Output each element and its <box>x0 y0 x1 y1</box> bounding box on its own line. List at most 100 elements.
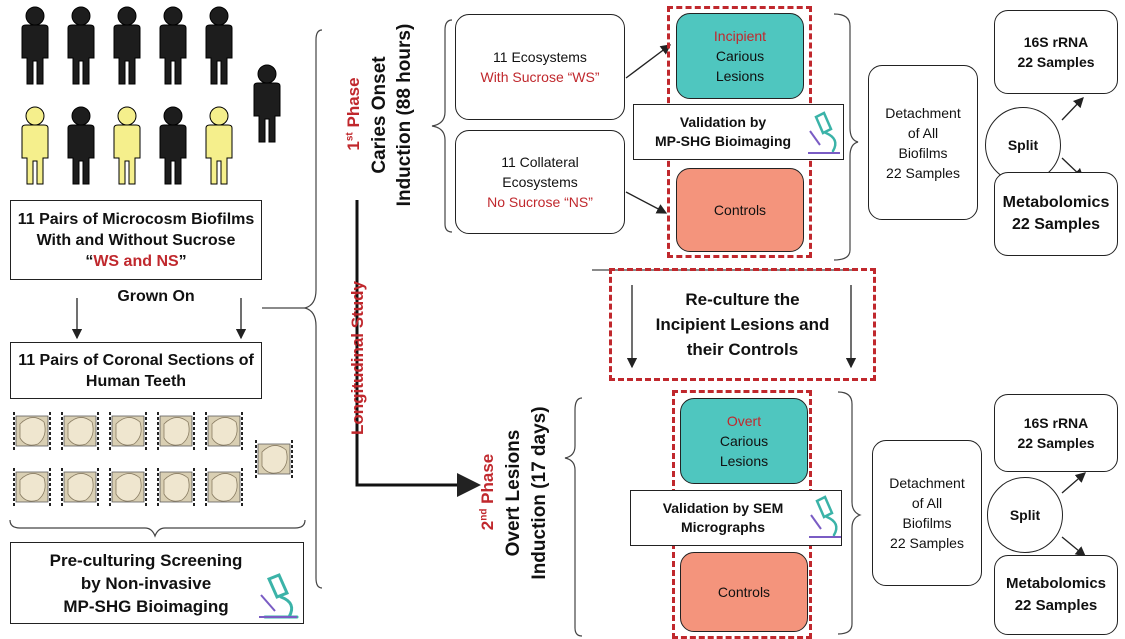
overt-lesions-box: Overt Carious Lesions <box>680 398 808 484</box>
split2-up-arrow <box>1061 472 1086 494</box>
phase1-metabolomics-box: Metabolomics 22 Samples <box>994 172 1118 256</box>
phase1-detachment-box: Detachment of All Biofilms 22 Samples <box>868 65 978 220</box>
phase1-right-brace <box>833 13 859 261</box>
microscope-icon <box>808 111 840 154</box>
phase2-detach-line3: Biofilms <box>902 515 952 531</box>
biofilms-ws-ns-line: “WS and NS” <box>85 252 187 270</box>
phase2-rrna-line1: 16S rRNA <box>1023 415 1089 431</box>
phase1-validation-line2: MP-SHG Bioimaging <box>654 133 792 149</box>
phase1-detach-line4: 22 Samples <box>886 164 960 181</box>
phase2-brace <box>564 397 583 637</box>
reculture-line1: Re-culture the <box>685 290 800 309</box>
incipient-line3: Lesions <box>715 68 765 84</box>
person-icon <box>113 106 141 185</box>
biofilms-title-line2: With and Without Sucrose <box>36 231 236 249</box>
ws-to-incipient-arrow <box>625 44 672 79</box>
phase2-split-circle: Split <box>987 477 1063 553</box>
longitudinal-study-label: Longitudinal Study <box>348 281 367 435</box>
ns-line3: No Sucrose “NS” <box>487 194 593 210</box>
phase2-validation-line2: Micrographs <box>680 519 765 535</box>
tooth-icon <box>157 467 195 507</box>
phase2-rrna-box: 16S rRNA 22 Samples <box>994 394 1118 472</box>
person-icon <box>159 106 187 185</box>
tooth-icon <box>109 411 147 451</box>
screening-line1: Pre-culturing Screening <box>49 550 243 570</box>
phase1-num: 1 <box>344 141 363 151</box>
tooth-icon <box>109 467 147 507</box>
overt-line2: Carious <box>719 433 769 449</box>
phase1-controls-box: Controls <box>676 168 804 252</box>
phase2-controls-box: Controls <box>680 552 808 632</box>
longitudinal-arrow <box>355 200 481 497</box>
phase1-metab-line2: 22 Samples <box>1011 216 1101 233</box>
incipient-line2: Carious <box>715 48 765 64</box>
person-icon <box>253 64 281 143</box>
person-icon <box>113 6 141 85</box>
phase1-validation-box: Validation by MP-SHG Bioimaging <box>633 104 844 160</box>
teeth-images <box>13 411 293 507</box>
phase1-word: Phase <box>344 77 363 133</box>
phase1-validation-text: Validation by MP-SHG Bioimaging <box>634 105 812 159</box>
grown-on-label: Grown On <box>117 288 195 305</box>
phase2-sup: nd <box>478 508 490 521</box>
phase1-validation-line1: Validation by <box>679 114 767 130</box>
phase2-word: Phase <box>478 453 497 509</box>
phase1-sup: st <box>344 132 356 142</box>
phase1-detach-line2: of All <box>907 124 939 141</box>
tooth-icon <box>13 467 51 507</box>
microscope-icon <box>259 573 299 619</box>
phase2-title-line2: Induction (17 days) <box>529 406 550 580</box>
phase1-metab-line1: Metabolomics <box>1002 194 1110 211</box>
tooth-icon <box>205 411 243 451</box>
person-icon <box>67 106 95 185</box>
split1-up-arrow <box>1061 97 1084 121</box>
phase1-split-label: Split <box>1007 137 1039 153</box>
person-icon <box>21 106 49 185</box>
teeth-brace <box>9 519 306 538</box>
phase1-brace <box>431 19 453 233</box>
phase2-label: 2nd Phase <box>478 392 498 592</box>
tooth-icon <box>13 411 51 451</box>
reculture-line2: Incipient Lesions and <box>655 315 830 334</box>
reculture-line3: their Controls <box>686 340 799 359</box>
incipient-lesions-box: Incipient Carious Lesions <box>676 13 804 99</box>
tooth-icon <box>205 467 243 507</box>
overt-line3: Lesions <box>719 453 769 469</box>
person-icon <box>159 6 187 85</box>
teeth-box: 11 Pairs of Coronal Sections of Human Te… <box>10 342 262 399</box>
phase1-title-line1: Caries Onset <box>369 56 390 174</box>
phase2-rrna-line2: 22 Samples <box>1017 435 1095 451</box>
person-icon <box>205 106 233 185</box>
ws-line2: With Sucrose “WS” <box>480 69 600 85</box>
person-icon <box>67 6 95 85</box>
tooth-icon <box>61 411 99 451</box>
phase2-detach-line2: of All <box>911 495 943 511</box>
phase2-detachment-box: Detachment of All Biofilms 22 Samples <box>872 440 982 586</box>
incipient-label: Incipient <box>713 28 767 44</box>
split2-down-arrow <box>1061 536 1087 557</box>
tooth-icon <box>255 439 293 479</box>
reculture-region: Re-culture the Incipient Lesions and the… <box>609 268 876 381</box>
ws-ns-label: WS and NS <box>93 252 179 270</box>
phase1-title-line2: Induction (88 hours) <box>394 23 415 207</box>
phase2-metab-line1: Metabolomics <box>1005 575 1107 592</box>
phase1-detach-line3: Biofilms <box>898 144 948 161</box>
phase2-metabolomics-box: Metabolomics 22 Samples <box>994 555 1118 635</box>
phase1-rrna-box: 16S rRNA 22 Samples <box>994 10 1118 94</box>
biofilms-box: 11 Pairs of Microcosm Biofilms With and … <box>10 200 262 280</box>
biofilms-title-line1: 11 Pairs of Microcosm Biofilms <box>17 210 255 228</box>
people-icons <box>21 6 281 185</box>
ns-ecosystem-box: 11 Collateral Ecosystems No Sucrose “NS” <box>455 130 625 234</box>
phase2-metab-line2: 22 Samples <box>1014 597 1098 614</box>
phase1-detach-line1: Detachment <box>885 104 961 121</box>
screening-box: Pre-culturing Screening by Non-invasive … <box>10 542 304 624</box>
phase2-right-brace <box>837 391 862 635</box>
ns-line1: 11 Collateral <box>501 154 579 170</box>
screening-line2: by Non-invasive <box>80 573 212 593</box>
overt-label: Overt <box>726 413 762 429</box>
phase2-title-line1: Overt Lesions <box>503 429 524 557</box>
screening-line3: MP-SHG Bioimaging <box>63 596 229 616</box>
teeth-line1: 11 Pairs of Coronal Sections of <box>18 351 254 369</box>
phase2-validation-box: Validation by SEM Micrographs <box>630 490 842 546</box>
phase2-split-label: Split <box>1009 507 1041 523</box>
